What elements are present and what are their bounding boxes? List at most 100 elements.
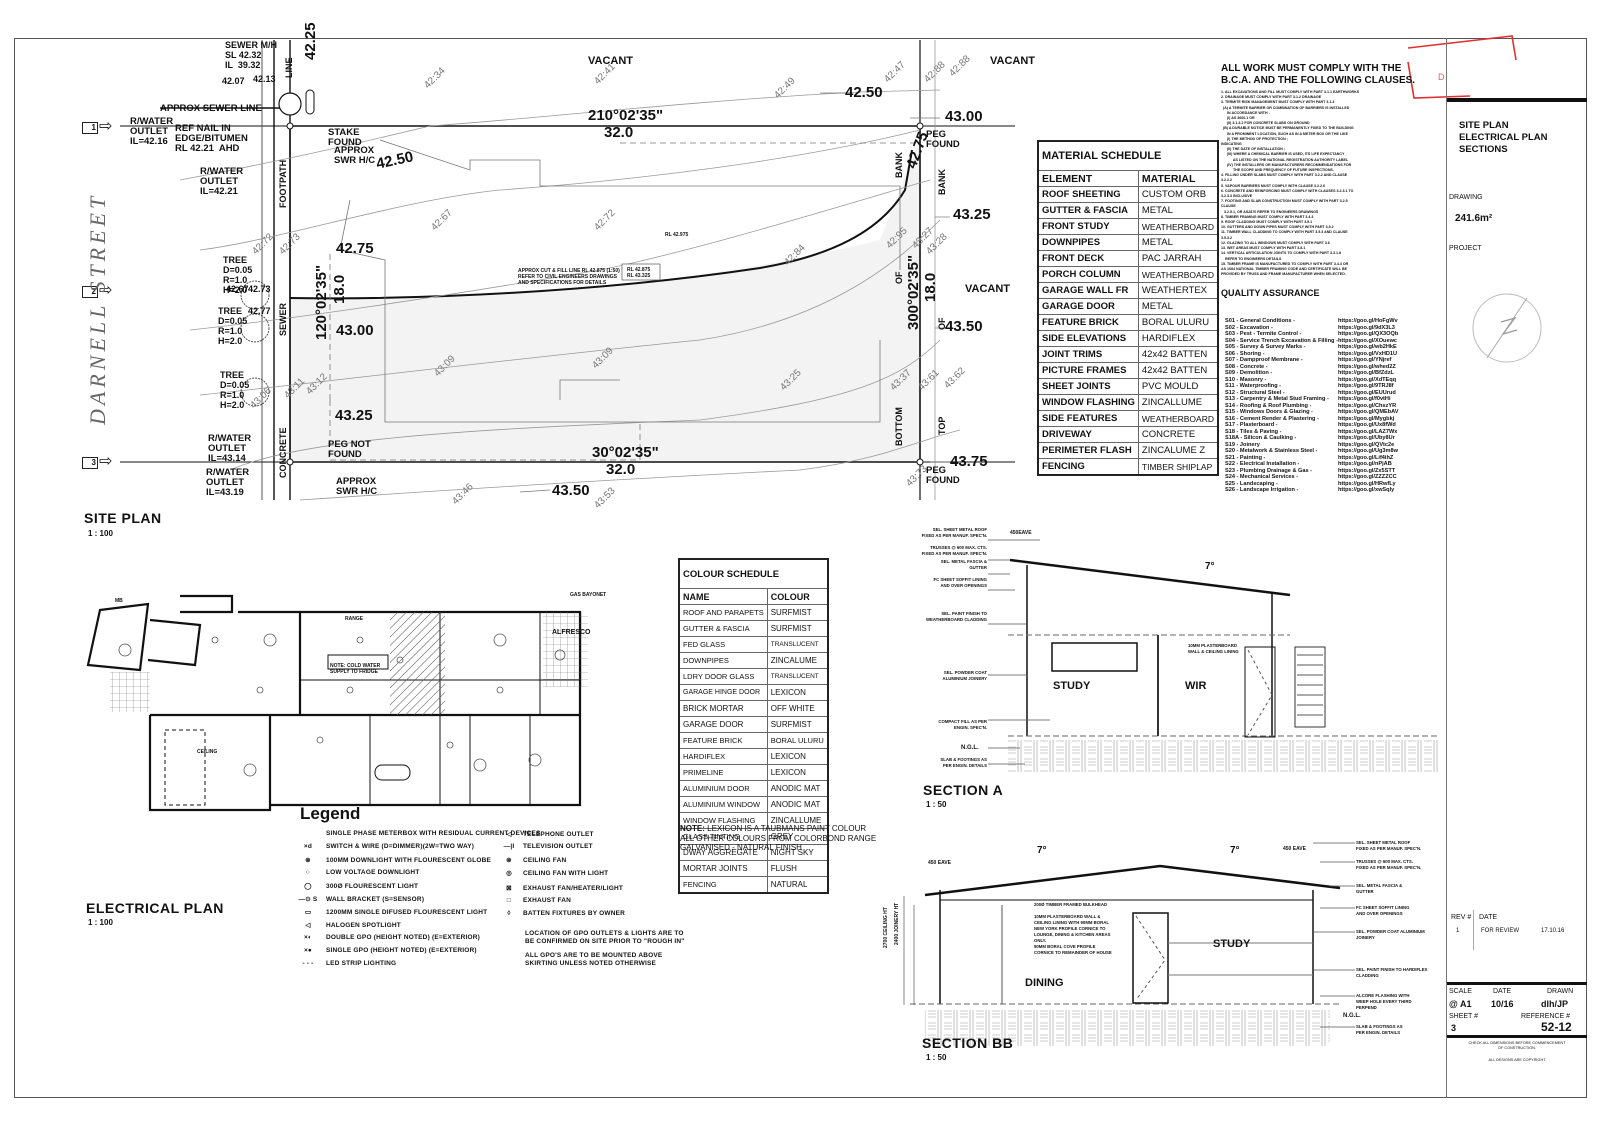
north-arrow-icon — [1472, 293, 1542, 363]
qa-link[interactable]: https://goo.gl/XOuewc — [1338, 337, 1398, 344]
qa-item: S03 - Pest - Termite Control -https://go… — [1225, 331, 1399, 337]
qa-link[interactable]: https://goo.gl/f0vtHi — [1338, 396, 1391, 402]
revision-number: 1 — [1456, 928, 1460, 934]
ceiling-fan-icon: ⊗ — [506, 857, 512, 864]
date-label: DATE — [1493, 988, 1512, 995]
section-a-annotation: TRUSSES @ 600 MAX. CTS. FIXED AS PER MAN… — [921, 545, 987, 556]
peg-found-label: PEG FOUND — [926, 465, 960, 486]
qa-item: S26 - Landscape Irrigation -https://goo.… — [1225, 487, 1395, 493]
camera-marker-3: 3 — [82, 457, 98, 469]
qa-link[interactable]: https://goo.gl/VxHD1U — [1338, 350, 1398, 357]
section-a-annotation: COMPACT FILL AS PER ENGIN. SPEC'N. — [938, 719, 987, 730]
qa-link[interactable]: https://goo.gl/wb2HkE — [1338, 344, 1397, 350]
qa-link[interactable]: https://goo.gl/9TRJ8f — [1338, 383, 1394, 389]
range-note: RANGE — [345, 616, 364, 622]
rwater-outlet-label: R/WATER OUTLET IL=43.19 — [206, 467, 250, 498]
title-block-divider — [1447, 1035, 1587, 1038]
drawing-label: DRAWING — [1449, 194, 1483, 201]
stake-found-label: STAKE FOUND — [328, 127, 362, 148]
quality-assurance-list: S01 - General Conditions -https://goo.gl… — [1225, 318, 1405, 494]
top-bearing: 210°02'35" — [588, 107, 664, 124]
exhaust-fan-heater-light-icon: ⊠ — [506, 885, 512, 892]
qa-link[interactable]: https://goo.gl/Ug3m8w — [1338, 448, 1398, 454]
spot-level: 42.07 — [222, 76, 245, 86]
site-plan-title: SITE PLAN — [84, 510, 162, 526]
qa-item: S09 - Demolition -https://goo.gl/BfZdzL — [1225, 370, 1394, 376]
qa-item: S22 - Electrical Installation -https://g… — [1225, 461, 1392, 467]
legend-title: Legend — [300, 804, 361, 823]
revision-desc: FOR REVIEW — [1481, 928, 1520, 934]
section-a-annotation: SEL. POWDER COAT ALUMINIUM JOINERY — [942, 670, 987, 681]
section-bb-annotation: SEL. METAL FASCIA & GUTTER — [1356, 883, 1403, 894]
qa-link[interactable]: https://goo.gl/YNjref — [1338, 357, 1392, 363]
level-label: 43.50 — [552, 482, 590, 499]
section-bb-scale: 1 : 50 — [926, 1053, 947, 1062]
qa-link[interactable]: https://goo.gl/HoFgWv — [1338, 318, 1398, 324]
qa-item: S11 - Waterproofing -https://goo.gl/9TRJ… — [1225, 383, 1394, 389]
low-voltage-downlight-icon: ○ — [305, 869, 311, 876]
qa-link[interactable]: https://goo.gl/Ux8fWd — [1338, 422, 1396, 428]
reference-value: 52-12 — [1541, 1020, 1572, 1034]
room-label-wir: WIR — [1185, 680, 1207, 692]
title-block-divider — [1447, 98, 1587, 102]
qa-item: S05 - Survey & Survey Marks -https://goo… — [1225, 344, 1397, 350]
qa-link[interactable]: https://goo.gl/whed2Z — [1338, 363, 1396, 370]
reference-label: REFERENCE # — [1521, 1013, 1571, 1020]
qa-link[interactable]: https://goo.gl/ChszYR — [1338, 402, 1397, 409]
qa-link[interactable]: https://goo.gl/nPjAB — [1338, 461, 1392, 467]
qa-link[interactable]: https://goo.gl/LAZ7Wx — [1338, 428, 1398, 435]
section-a-annotation: SEL. SHEET METAL ROOF FIXED AS PER MANUF… — [921, 527, 987, 538]
qa-link[interactable]: https://goo.gl/Lif4ihZ — [1338, 454, 1394, 461]
qa-link[interactable]: https://goo.gl/BfZdzL — [1338, 370, 1394, 376]
qa-link[interactable]: https://goo.gl/9dX3L3 — [1338, 324, 1395, 331]
sheet-value: 3 — [1451, 1023, 1457, 1033]
gpo-location-note: LOCATION OF GPO OUTLETS & LIGHTS ARE TO … — [525, 930, 685, 945]
vacant-label: VACANT — [990, 55, 1036, 67]
downlight-icon: ⊗ — [305, 857, 311, 864]
approx-swr-hc-label: APPROX SWR H/C — [334, 145, 376, 166]
qa-link[interactable]: https://goo.gl/EUUrud — [1338, 389, 1396, 396]
drawn-value: dlh/JP — [1541, 999, 1569, 1009]
qa-link[interactable]: https://goo.gl/QVtc2e — [1338, 441, 1395, 448]
approx-sewer-line-label: APPROX SEWER LINE — [160, 103, 262, 114]
scale-label: SCALE — [1449, 988, 1472, 995]
qa-link[interactable]: https://goo.gl/xwSqly — [1338, 487, 1395, 493]
qa-link[interactable]: https://goo.gl/HRwfLy — [1338, 480, 1396, 487]
quality-assurance-heading: QUALITY ASSURANCE — [1221, 288, 1320, 298]
tree-label: TREE D=0.05 R=1.0 H=2.0 — [220, 370, 250, 410]
qa-link[interactable]: https://goo.gl/Uby8Ur — [1338, 435, 1395, 441]
double-gpo-icon: ×◐ — [303, 934, 313, 941]
scale-value: @ A1 — [1449, 999, 1472, 1009]
qa-link[interactable]: https://goo.gl/Zx5STT — [1338, 467, 1396, 474]
qa-link[interactable]: https://goo.gl/XdTEqq — [1338, 376, 1397, 383]
peg-found-label: PEG FOUND — [926, 129, 960, 150]
level-label: 43.75 — [950, 453, 988, 470]
qa-link[interactable]: https://goo.gl/Mygbkj — [1338, 415, 1395, 422]
meterbox-note: MB — [115, 598, 123, 604]
fridge-note: NOTE: COLD WATER SUPPLY TO FRIDGE — [330, 663, 381, 675]
roof-pitch-right: 7° — [1230, 845, 1240, 856]
qa-link[interactable]: https://goo.gl/QX3OQb — [1338, 331, 1399, 337]
vacant-label: VACANT — [965, 283, 1011, 295]
fluorescent-light-icon: ◯ — [304, 883, 312, 890]
room-label-study: STUDY — [1053, 680, 1091, 692]
room-label-ceiling: CEILING — [197, 749, 218, 755]
qa-item: S23 - Plumbing Drainage & Gas -https://g… — [1225, 467, 1396, 474]
rev-header: REV # — [1451, 914, 1472, 921]
section-a-scale: 1 : 50 — [926, 800, 947, 809]
spot-level: 42.73 — [248, 284, 271, 294]
qa-link[interactable]: https://goo.gl/QMEbAV — [1338, 409, 1399, 415]
qa-link[interactable]: https://goo.gl/ZZZZCC — [1338, 474, 1397, 480]
